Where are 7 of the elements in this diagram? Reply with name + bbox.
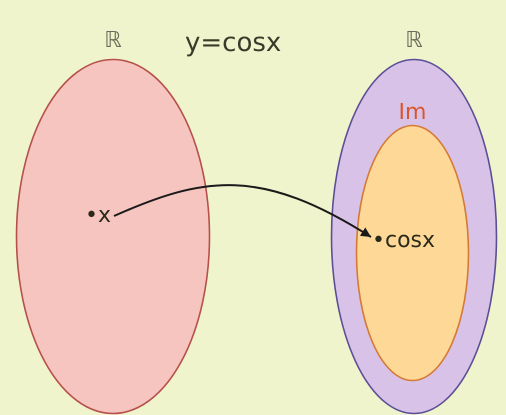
set-label: ℝ bbox=[405, 28, 423, 54]
element-label: •cosx bbox=[372, 228, 436, 254]
set-label: Im bbox=[398, 100, 426, 126]
set-label: ℝ bbox=[104, 28, 122, 54]
element-label: •x bbox=[85, 203, 111, 229]
mapping-arrow bbox=[114, 184, 372, 238]
diagram-title: y=cosx bbox=[185, 28, 282, 58]
